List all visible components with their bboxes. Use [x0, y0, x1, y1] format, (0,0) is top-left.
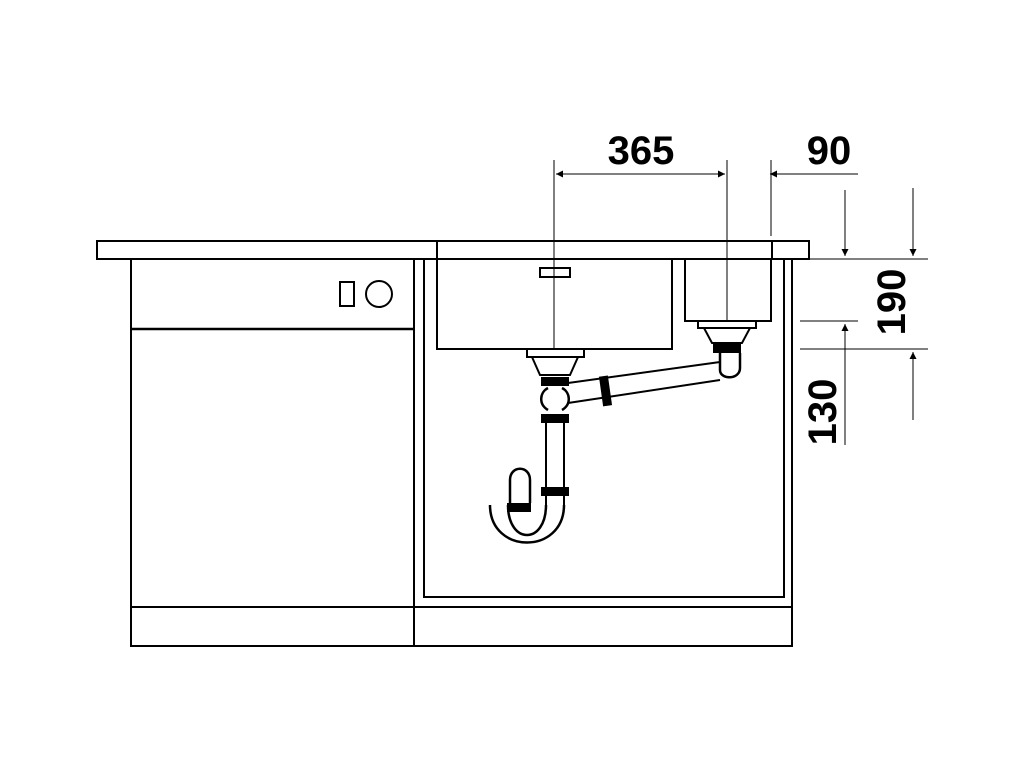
main-drain-strainer	[526, 348, 585, 376]
dim-label-190: 190	[870, 269, 914, 336]
sink-cabinet	[413, 258, 793, 647]
dishwasher-switch-icon	[339, 281, 355, 307]
hose-clamp	[598, 375, 613, 407]
countertop	[96, 240, 810, 260]
small-sink-bowl	[684, 160, 772, 344]
countertop-hatched-right	[771, 240, 810, 260]
main-sink-bowl	[436, 160, 673, 376]
dishwasher-knob-icon	[365, 280, 393, 308]
dimension-vertical: 130 190	[800, 188, 928, 445]
small-bowl-outline	[684, 258, 772, 322]
countertop-hatched-left	[96, 240, 438, 260]
overflow-slot-icon	[539, 267, 571, 278]
elbow-lower-nut	[541, 414, 569, 423]
sink-cabinet-body	[413, 258, 793, 647]
bottle-trap-u-bend	[488, 504, 566, 544]
connector-hose	[567, 361, 721, 404]
small-drain-nut	[713, 344, 741, 353]
countertop-plain-middle	[436, 240, 773, 260]
trap-outlet-nut	[507, 503, 531, 512]
main-drain-nut	[541, 377, 569, 386]
dishwasher-cabinet	[130, 258, 415, 647]
dim-label-90: 90	[807, 129, 852, 173]
trap-outlet-stub	[508, 467, 532, 503]
dimension-horizontal: 365 90	[556, 129, 858, 236]
small-drain-strainer	[697, 320, 757, 344]
trap-upper-nut	[541, 487, 569, 496]
dim-label-365: 365	[608, 129, 675, 173]
waste-plumbing	[488, 344, 742, 544]
main-drain-elbow	[540, 386, 570, 412]
small-drain-bend	[718, 353, 742, 379]
sink-cabinet-inner-outline	[423, 259, 785, 598]
dim-label-130: 130	[801, 379, 845, 446]
dishwasher-body	[130, 258, 415, 647]
